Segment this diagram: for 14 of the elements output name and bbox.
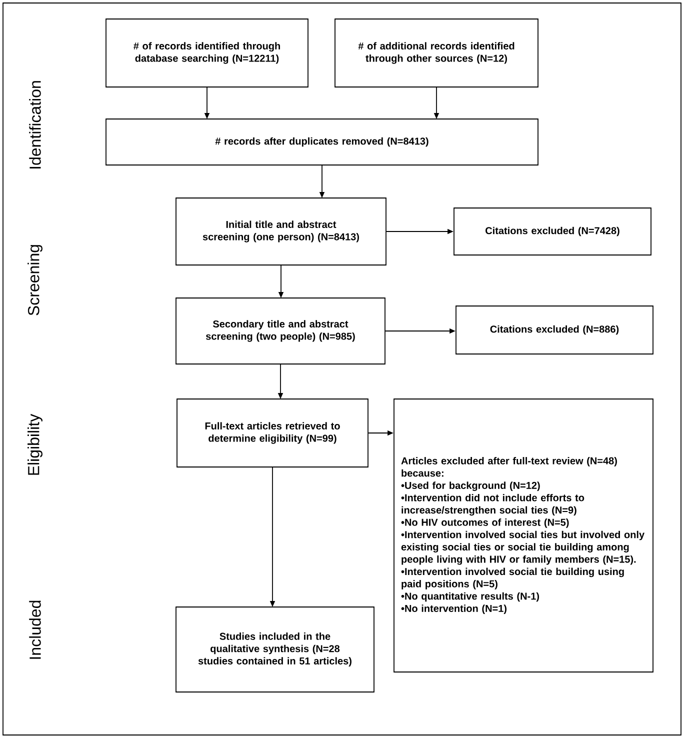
exclusion-box: Citations excluded (N=886) [456,306,654,354]
stage-label: Identification [29,81,41,168]
process-box: # of records identified through database searching (N=12211) [106,18,308,88]
process-box: Full-text articles retrieved to determine eligibility (N=99) [176,398,368,468]
process-box: Initial title and abstract screening (one person) (N=8413) [176,198,386,266]
stage-label: Eligibility [28,414,42,475]
process-box: Studies included in the qualitative synthesis (N=28 studies contained in 51 articles) [176,606,374,692]
process-box: Secondary title and abstract screening (two people) (N=985) [176,298,386,364]
exclusion-box: Citations excluded (N=7428) [454,208,652,256]
exclusion-box: Articles excluded after full-text review (N=48) because: •Used for background (N=12) •Intervention did not include efforts to increase/strengthen social ties (N=9) •No HIV outcomes of interest (N=5) •Intervention involved social ties but involved only existing social ties or social tie building among people living with HIV or family members (N=15). •Intervention involved social tie building using paid positions (N=5) •No quantitative results (N-1) •No intervention (N=1) [394,398,654,672]
stage-label: Included [29,600,41,659]
process-box: # of additional records identified through other sources (N=12) [334,18,538,88]
stage-label: Screening [28,245,42,316]
process-box: # records after duplicates removed (N=8413) [106,118,538,166]
